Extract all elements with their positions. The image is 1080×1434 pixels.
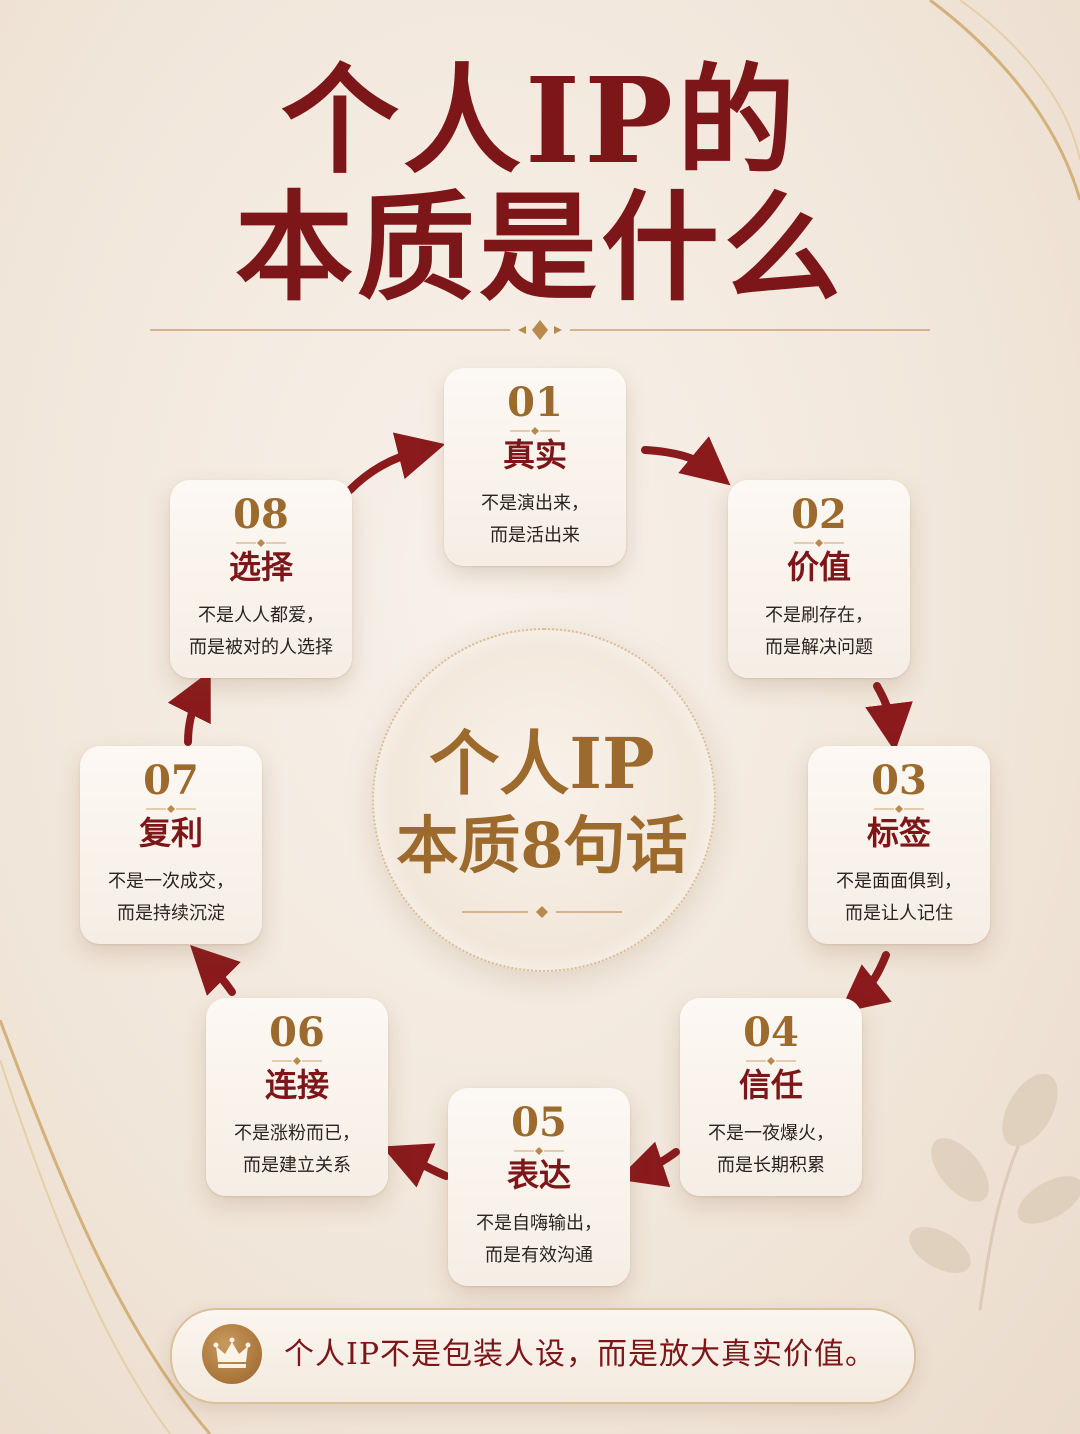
card-mini-divider [746,1057,796,1065]
card-desc-line-2: 而是让人记住 [845,903,953,924]
center-title: 个人IP [429,722,655,805]
card-mini-divider [874,805,924,813]
card-mini-divider [272,1057,322,1065]
card-number: 01 [507,379,563,426]
card-number: 04 [743,1009,799,1056]
card-desc-line-2: 而是活出来 [490,525,580,546]
card-name: 信任 [738,1066,803,1104]
card-name: 表达 [506,1156,571,1194]
card-desc-line-2: 而是解决问题 [765,637,873,658]
card-name: 价值 [786,548,851,586]
card-07-compound: 07 复利 不是一次成交， 而是持续沉淀 [80,746,262,944]
crown-icon [213,1337,251,1368]
arrow-06-to-07 [190,945,241,996]
card-desc-line-1: 不是面面俱到， [836,871,962,892]
card-number: 08 [233,491,289,538]
card-08-choice: 08 选择 不是人人都爱， 而是被对的人选择 [170,480,352,678]
arrow-07-to-08 [167,670,211,746]
card-desc-line-2: 而是建立关系 [243,1155,351,1176]
card-number: 07 [143,757,199,804]
card-03-label: 03 标签 不是面面俱到， 而是让人记住 [808,746,990,944]
card-mini-divider [236,539,286,547]
card-02-value: 02 价值 不是刷存在， 而是解决问题 [728,480,910,678]
arrow-01-to-02 [641,436,731,486]
card-desc-line-1: 不是涨粉而已， [234,1123,360,1144]
card-number: 03 [871,757,927,804]
card-name: 复利 [138,814,203,852]
card-desc-line-1: 不是一夜爆火， [708,1123,834,1144]
card-name: 真实 [502,436,567,474]
page-title-line-1: 个人IP的 [281,51,799,190]
card-desc-line-1: 不是自嗨输出， [476,1213,602,1234]
arrow-04-to-05 [617,1141,680,1188]
arrow-02-to-03 [865,682,913,752]
arrow-05-to-06 [381,1143,450,1188]
card-desc-line-1: 不是演出来， [481,493,589,514]
card-desc-line-2: 而是有效沟通 [485,1245,593,1266]
crown-badge [202,1324,262,1384]
card-desc-line-2: 而是长期积累 [717,1155,825,1176]
arrow-08-to-01 [346,432,446,494]
card-desc-line-1: 不是人人都爱， [198,605,324,626]
card-01-authentic: 01 真实 不是演出来， 而是活出来 [444,368,626,566]
leaf-shadow-decoration [909,1073,1080,1311]
card-06-connection: 06 连接 不是涨粉而已， 而是建立关系 [206,998,388,1196]
card-name: 选择 [228,548,293,586]
card-mini-divider [794,539,844,547]
card-number: 05 [511,1099,567,1146]
card-mini-divider [510,427,560,435]
card-desc-line-1: 不是一次成交， [108,871,234,892]
card-desc-line-1: 不是刷存在， [765,605,873,626]
center-divider [462,906,622,918]
card-04-trust: 04 信任 不是一夜爆火， 而是长期积累 [680,998,862,1196]
card-name: 标签 [866,814,931,852]
footer-bar [170,1308,916,1404]
card-name: 连接 [264,1066,329,1104]
center-subtitle: 本质8句话 [396,809,688,882]
arrow-03-to-04 [839,951,892,1014]
page-title-line-2: 本质是什么 [234,178,845,317]
title-divider [150,320,930,340]
card-number: 06 [269,1009,325,1056]
card-number: 02 [791,491,847,538]
card-mini-divider [514,1147,564,1155]
footer-text: 个人IP不是包装人设，而是放大真实价值。 [284,1337,877,1372]
card-desc-line-2: 而是被对的人选择 [189,637,333,658]
card-05-expression: 05 表达 不是自嗨输出， 而是有效沟通 [448,1088,630,1286]
card-desc-line-2: 而是持续沉淀 [117,903,225,924]
card-mini-divider [146,805,196,813]
